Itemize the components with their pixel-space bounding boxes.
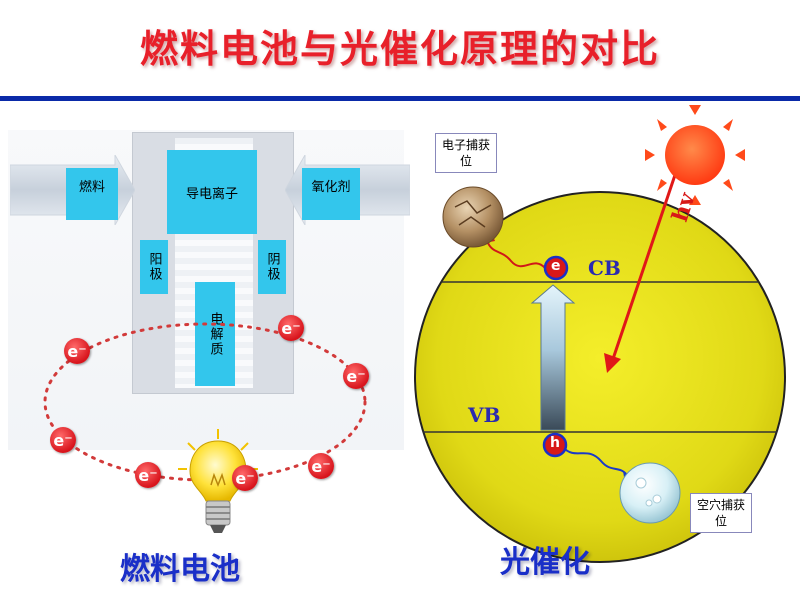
vb-label: VB <box>468 403 501 427</box>
title-divider <box>0 96 800 101</box>
fuel-cell-diagram: 燃料 氧化剂 导电离子 阳极 阴极 电解质 <box>0 110 410 600</box>
semiconductor-particle <box>414 105 786 563</box>
light-bulb-icon <box>178 429 258 533</box>
electron-icon: e⁻ <box>135 462 161 488</box>
electron-icon: e⁻ <box>278 315 304 341</box>
photocatalysis-diagram: e h CB VB hv 电子捕获位 空穴捕获位 光催化 <box>405 105 800 600</box>
hole-trap-label: 空穴捕获位 <box>690 493 752 533</box>
electrolyte-label: 电解质 <box>195 282 235 386</box>
hole-symbol: h <box>550 435 560 451</box>
fuel-cell-caption: 燃料电池 <box>120 552 240 587</box>
electron-icon: e⁻ <box>308 453 334 479</box>
page-title: 燃料电池与光催化原理的对比 <box>139 27 660 71</box>
electron-icon: e⁻ <box>343 363 369 389</box>
oxidant-label: 氧化剂 <box>302 168 360 220</box>
electron-icon: e⁻ <box>232 465 258 491</box>
conductive-ion-label: 导电离子 <box>167 150 257 234</box>
fuel-label: 燃料 <box>66 168 118 220</box>
cb-label: CB <box>588 256 621 280</box>
electron-icon: e⁻ <box>50 427 76 453</box>
photocatalysis-caption: 光催化 <box>500 545 590 580</box>
cathode-label: 阴极 <box>258 240 286 294</box>
sun-icon <box>645 105 745 205</box>
electron-symbol: e <box>551 258 561 274</box>
electron-icon: e⁻ <box>64 338 90 364</box>
electron-trap-label: 电子捕获位 <box>435 133 497 173</box>
anode-label: 阳极 <box>140 240 168 294</box>
